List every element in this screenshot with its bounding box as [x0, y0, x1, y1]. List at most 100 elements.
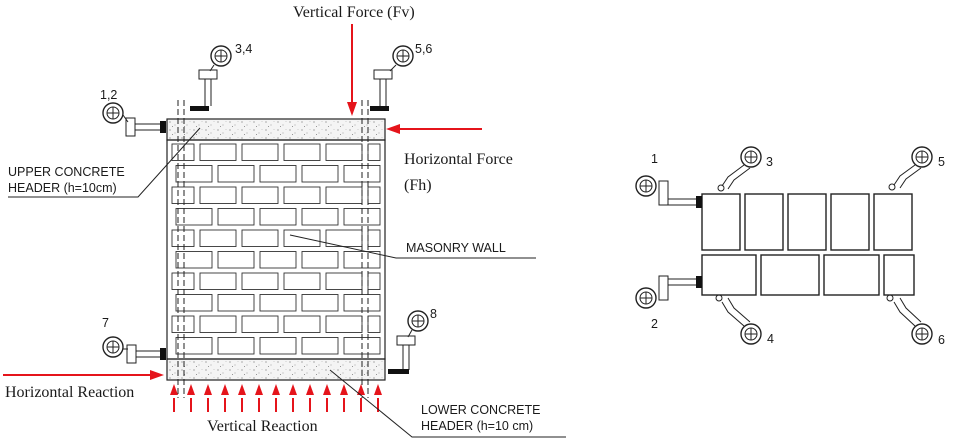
- horizontal-force-label-fh: (Fh): [404, 177, 432, 194]
- upper-header-label-1: UPPER CONCRETE: [8, 165, 125, 179]
- reaction-arrow-head: [221, 384, 229, 395]
- brick: [175, 165, 213, 183]
- brick: [283, 272, 321, 290]
- reaction-arrow-head: [255, 384, 263, 395]
- brick: [301, 337, 339, 355]
- brick: [199, 272, 237, 290]
- brick: [325, 143, 363, 161]
- gauge-5-6: [370, 45, 414, 111]
- plan-gauge-4: [715, 294, 762, 345]
- brick: [259, 294, 297, 312]
- brick: [241, 229, 279, 247]
- plan-brick-row-lower: [701, 254, 915, 296]
- reaction-arrow-head: [374, 384, 382, 395]
- brick: [367, 229, 381, 247]
- brick: [217, 208, 255, 226]
- brick: [259, 337, 297, 355]
- plan-gauge-2-label: 2: [651, 317, 658, 331]
- vertical-reaction-arrows: [170, 384, 382, 412]
- lower-header-label-1: LOWER CONCRETE: [421, 403, 540, 417]
- brick: [217, 251, 255, 269]
- brick: [301, 208, 339, 226]
- vertical-reaction-label: Vertical Reaction: [207, 418, 318, 435]
- brick: [175, 251, 213, 269]
- plan-gauge-5-label: 5: [938, 155, 945, 169]
- gauge-8: [388, 310, 429, 374]
- gauge-1-2: [102, 102, 166, 137]
- reaction-arrow-head: [340, 384, 348, 395]
- brick: [199, 186, 237, 204]
- brick: [175, 337, 213, 355]
- brick: [259, 251, 297, 269]
- vertical-force-label: Vertical Force (Fv): [293, 4, 415, 21]
- brick: [171, 186, 195, 204]
- reaction-arrow-head: [238, 384, 246, 395]
- brick: [259, 165, 297, 183]
- brick: [171, 315, 195, 333]
- upper-header-label-2: HEADER (h=10cm): [8, 181, 117, 195]
- brick: [283, 186, 321, 204]
- reaction-arrow-head: [187, 384, 195, 395]
- brick: [325, 272, 363, 290]
- lower-header-label-2: HEADER (h=10 cm): [421, 419, 533, 433]
- reaction-arrow-head: [170, 384, 178, 395]
- lower-concrete-header: [166, 358, 386, 381]
- brick: [175, 294, 213, 312]
- brick: [325, 315, 363, 333]
- reaction-arrow-head: [323, 384, 331, 395]
- plan-gauge-6: [886, 294, 933, 345]
- brick: [367, 272, 381, 290]
- tie-rods: [177, 100, 369, 398]
- brick: [301, 165, 339, 183]
- gauge-3-4: [190, 45, 232, 111]
- gauge-8-label: 8: [430, 307, 437, 321]
- brick: [171, 229, 195, 247]
- vertical-force-arrow: [347, 24, 357, 116]
- brick: [199, 143, 237, 161]
- brick: [217, 294, 255, 312]
- brick: [301, 294, 339, 312]
- masonry-wall: [166, 139, 386, 360]
- brick: [367, 143, 381, 161]
- brick: [367, 315, 381, 333]
- brick: [217, 337, 255, 355]
- brick: [199, 229, 237, 247]
- brick: [217, 165, 255, 183]
- plan-gauge-1: [635, 175, 702, 208]
- masonry-wall-label: MASONRY WALL: [406, 241, 506, 255]
- plan-gauge-3-label: 3: [766, 155, 773, 169]
- brick: [259, 208, 297, 226]
- gauge-3-4-label: 3,4: [235, 42, 252, 56]
- horizontal-reaction-arrow: [3, 370, 164, 380]
- brick: [283, 315, 321, 333]
- upper-concrete-header: [166, 118, 386, 141]
- reaction-arrow-head: [289, 384, 297, 395]
- plan-gauge-4-label: 4: [767, 332, 774, 346]
- gauge-1-2-label: 1,2: [100, 88, 117, 102]
- brick: [283, 229, 321, 247]
- plan-view: 1 2 3: [635, 146, 945, 347]
- brick: [241, 143, 279, 161]
- plan-brick-row-upper: [701, 193, 913, 251]
- reaction-arrow-head: [272, 384, 280, 395]
- brick: [241, 186, 279, 204]
- wall-outline: [166, 139, 386, 360]
- brick: [301, 251, 339, 269]
- brick: [283, 143, 321, 161]
- plan-gauge-1-label: 1: [651, 152, 658, 166]
- gauge-7: [102, 336, 166, 364]
- gauge-5-6-label: 5,6: [415, 42, 432, 56]
- brick: [241, 272, 279, 290]
- brick: [367, 186, 381, 204]
- brick: [199, 315, 237, 333]
- reaction-arrow-head: [357, 384, 365, 395]
- reaction-arrow-head: [306, 384, 314, 395]
- brick: [171, 272, 195, 290]
- brick: [241, 315, 279, 333]
- horizontal-force-arrow: [386, 124, 482, 134]
- brick: [325, 186, 363, 204]
- reaction-arrow-head: [204, 384, 212, 395]
- horizontal-force-label: Horizontal Force: [404, 151, 513, 168]
- plan-gauge-2: [635, 275, 702, 309]
